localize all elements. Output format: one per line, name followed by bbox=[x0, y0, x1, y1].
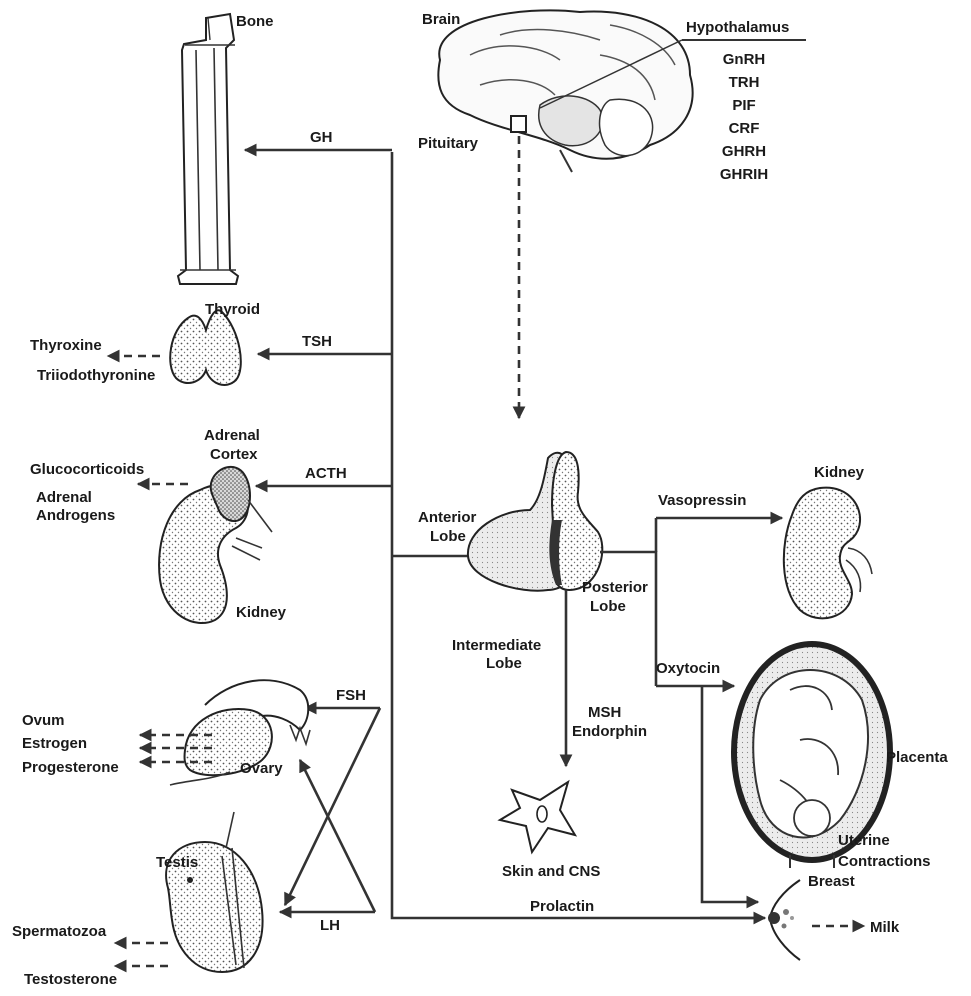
hypothalamus-title: Hypothalamus bbox=[686, 19, 789, 36]
kidney-left-label: Kidney bbox=[236, 604, 287, 621]
testis-label: Testis bbox=[156, 854, 198, 871]
breast-label: Breast bbox=[808, 873, 855, 890]
acth-label: ACTH bbox=[305, 465, 347, 482]
skin-cell-illustration bbox=[500, 782, 575, 852]
posterior-lobe-label-line2: Lobe bbox=[590, 598, 626, 615]
breast-illustration bbox=[768, 880, 800, 960]
pituitary-label: Pituitary bbox=[418, 135, 479, 152]
milk-label: Milk bbox=[870, 919, 900, 936]
uterine-label-line2: Contractions bbox=[838, 853, 931, 870]
hypothalamus-hormone-item: CRF bbox=[729, 120, 760, 137]
hypothalamus-hormone-item: GnRH bbox=[723, 51, 766, 68]
adrenal-cortex-label-line1: Adrenal bbox=[204, 427, 260, 444]
anterior-lobe-label-line2: Lobe bbox=[430, 528, 466, 545]
kidney-right-label: Kidney bbox=[814, 464, 865, 481]
pituitary-gland-illustration bbox=[468, 452, 602, 591]
posterior-trunk-line bbox=[600, 552, 656, 686]
thyroid-label: Thyroid bbox=[205, 301, 260, 318]
adrenal-androgens-label-line2: Androgens bbox=[36, 507, 115, 524]
tsh-label: TSH bbox=[302, 333, 332, 350]
placenta-label: Placenta bbox=[886, 749, 948, 766]
triiodothyronine-label: Triiodothyronine bbox=[37, 367, 155, 384]
ovum-label: Ovum bbox=[22, 712, 65, 729]
progesterone-label: Progesterone bbox=[22, 759, 119, 776]
hypothalamus-hormone-list: GnRH TRH PIF CRF GHRH GHRIH bbox=[720, 51, 768, 183]
hypothalamus-hormone-item: GHRH bbox=[722, 143, 766, 160]
adrenal-androgens-label-line1: Adrenal bbox=[36, 489, 92, 506]
hypothalamus-hormone-item: GHRIH bbox=[720, 166, 768, 183]
endorphin-label: Endorphin bbox=[572, 723, 647, 740]
bone-label: Bone bbox=[236, 13, 274, 30]
posterior-lobe-label-line1: Posterior bbox=[582, 579, 648, 596]
intermediate-lobe-label-line2: Lobe bbox=[486, 655, 522, 672]
glucocorticoids-label: Glucocorticoids bbox=[30, 461, 144, 478]
fsh-label: FSH bbox=[336, 687, 366, 704]
hypothalamus-hormone-item: TRH bbox=[729, 74, 760, 91]
estrogen-label: Estrogen bbox=[22, 735, 87, 752]
adrenal-cortex-label-line2: Cortex bbox=[210, 446, 258, 463]
lh-label: LH bbox=[320, 917, 340, 934]
testis-illustration bbox=[166, 812, 262, 972]
kidney-right-illustration bbox=[784, 488, 872, 619]
pituitary-marker bbox=[511, 116, 526, 132]
msh-label: MSH bbox=[588, 704, 621, 721]
skin-cns-label: Skin and CNS bbox=[502, 863, 600, 880]
intermediate-lobe-label-line1: Intermediate bbox=[452, 637, 541, 654]
thyroxine-label: Thyroxine bbox=[30, 337, 102, 354]
fsh-to-testis-cross bbox=[285, 708, 380, 905]
uterine-label-line1: Uterine bbox=[838, 832, 890, 849]
oxytocin-label: Oxytocin bbox=[656, 660, 720, 677]
bone-illustration bbox=[178, 14, 238, 284]
vasopressin-label: Vasopressin bbox=[658, 492, 746, 509]
thyroid-illustration bbox=[170, 310, 241, 385]
adrenal-kidney-illustration bbox=[159, 467, 272, 623]
brain-label: Brain bbox=[422, 11, 460, 28]
prolactin-label: Prolactin bbox=[530, 898, 594, 915]
hypothalamus-hormone-item: PIF bbox=[732, 97, 755, 114]
testosterone-label: Testosterone bbox=[24, 971, 117, 988]
lh-to-ovary-cross bbox=[300, 760, 375, 912]
gh-label: GH bbox=[310, 129, 333, 146]
ovary-label: Ovary bbox=[240, 760, 283, 777]
spermatozoa-label: Spermatozoa bbox=[12, 923, 107, 940]
anterior-lobe-label-line1: Anterior bbox=[418, 509, 477, 526]
